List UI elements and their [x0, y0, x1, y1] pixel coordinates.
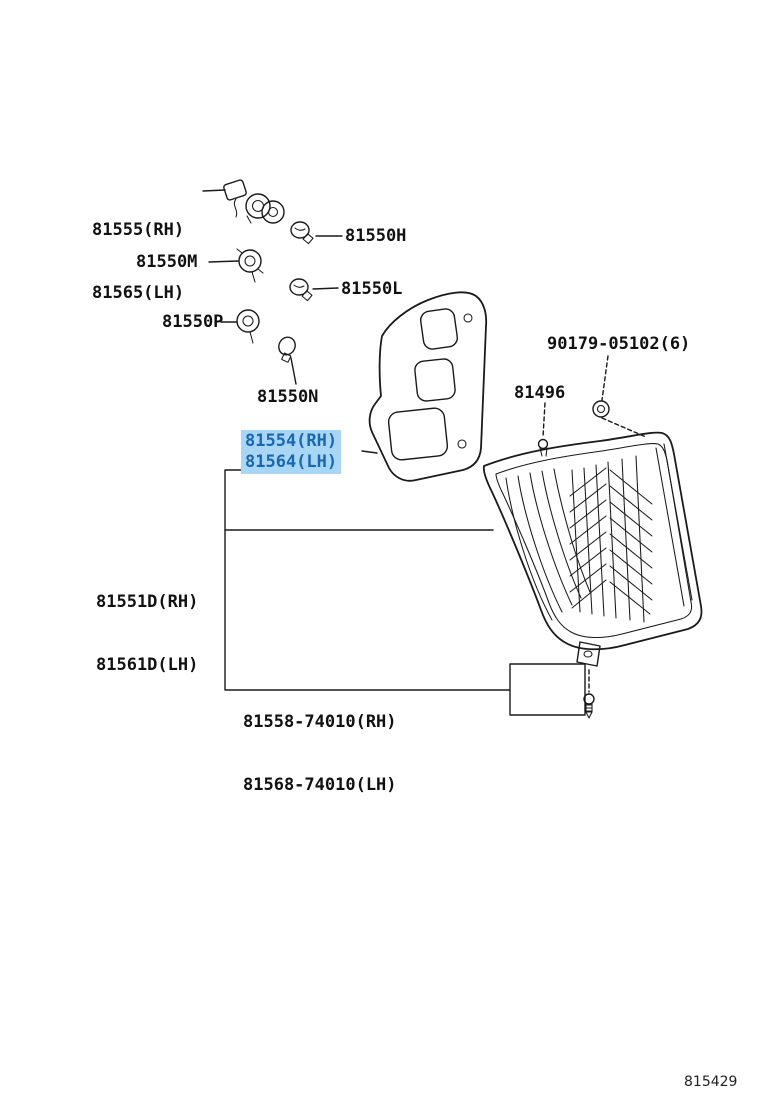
screw-drawing — [583, 693, 595, 719]
part-number: 81551D(RH) — [96, 592, 199, 612]
part-label-81550p: 81550P — [162, 312, 224, 332]
part-label-81551d-81561d: 81551D(RH) 81561D(LH) — [96, 550, 198, 718]
part-number-highlighted: 81554(RH) — [245, 431, 338, 451]
tail-lamp-assembly-drawing — [482, 431, 703, 667]
part-label-81496: 81496 — [514, 383, 566, 403]
gasket-plate-drawing — [368, 291, 488, 482]
part-label-81555-81565: 81555(RH) 81565(LH) — [92, 178, 184, 346]
socket-81550p-drawing — [236, 309, 260, 344]
part-label-81550m: 81550M — [136, 252, 198, 272]
part-number: 81561D(LH) — [96, 655, 199, 675]
part-number: 81555(RH) — [92, 220, 185, 240]
part-label-90179: 90179-05102(6) — [547, 334, 691, 354]
leader-lines — [202, 189, 511, 691]
socket-harness-drawing — [223, 179, 285, 224]
bulb-81550n-drawing — [278, 336, 296, 363]
bulb-81550l-drawing — [289, 278, 313, 302]
part-label-81550h: 81550H — [345, 226, 407, 246]
part-label-81550l: 81550L — [341, 279, 403, 299]
dashed-leader-lines — [542, 355, 647, 693]
bulb-81550h-drawing — [290, 221, 314, 245]
socket-81550m-drawing — [236, 248, 264, 283]
part-number: 81558-74010(RH) — [243, 712, 397, 732]
callout-box — [509, 663, 586, 716]
part-label-81558-81568: 81558-74010(RH) 81568-74010(LH) — [243, 670, 397, 838]
nut-90179-drawing — [592, 400, 610, 418]
part-number: 81565(LH) — [92, 283, 185, 303]
part-label-81550n: 81550N — [257, 387, 319, 407]
clip-81496-drawing — [537, 438, 549, 457]
part-number-highlighted: 81564(LH) — [245, 452, 338, 472]
part-number: 81568-74010(LH) — [243, 775, 397, 795]
part-label-81554-81564-highlighted: 81554(RH) 81564(LH) — [241, 430, 342, 474]
diagram-code: 815429 — [684, 1074, 738, 1090]
